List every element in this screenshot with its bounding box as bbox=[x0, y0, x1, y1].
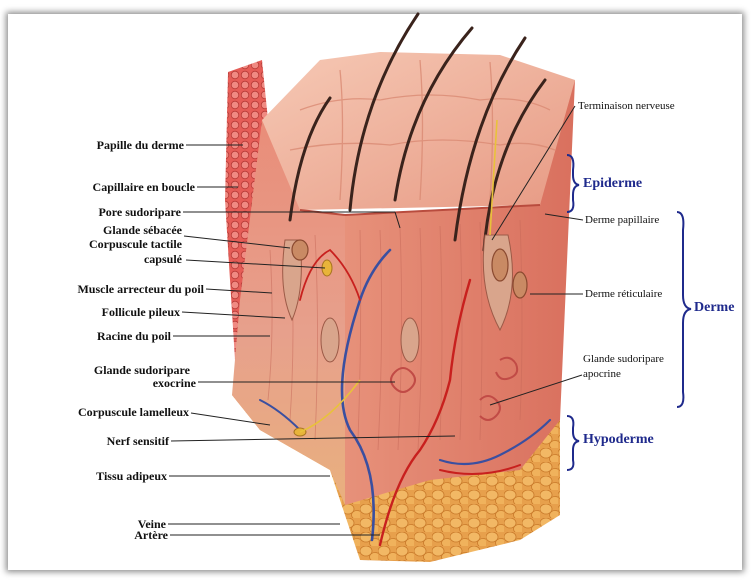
label-glande-apocrine: Glande sudoripare bbox=[583, 353, 664, 366]
label-tissu: Tissu adipeux bbox=[60, 470, 167, 483]
label-corpuscule-capsule: capsulé bbox=[50, 253, 182, 266]
label-glande-sebacee: Glande sébacée bbox=[60, 224, 182, 237]
label-muscle: Muscle arrecteur du poil bbox=[50, 283, 204, 296]
layer-epiderme: Epiderme bbox=[583, 176, 642, 192]
label-derme-reticulaire: Derme réticulaire bbox=[585, 288, 662, 301]
label-corpuscule-tactile: Corpuscule tactile bbox=[50, 238, 182, 251]
label-nerf: Nerf sensitif bbox=[60, 435, 169, 448]
label-exocrine: exocrine bbox=[60, 377, 196, 390]
label-pore: Pore sudoripare bbox=[60, 206, 181, 219]
label-capillaire: Capillaire en boucle bbox=[50, 181, 195, 194]
label-apocrine: apocrine bbox=[583, 368, 621, 381]
layer-hypoderme: Hypoderme bbox=[583, 432, 654, 448]
label-artere: Artère bbox=[100, 529, 168, 542]
label-corpuscule-lamelleux: Corpuscule lamelleux bbox=[50, 406, 189, 419]
label-derme-papillaire: Derme papillaire bbox=[585, 214, 659, 227]
layer-derme: Derme bbox=[694, 300, 734, 316]
label-papille: Papille du derme bbox=[60, 139, 184, 152]
label-racine: Racine du poil bbox=[60, 330, 171, 343]
label-terminaison: Terminaison nerveuse bbox=[578, 100, 675, 113]
label-follicule: Follicule pileux bbox=[60, 306, 180, 319]
skin-top-surface bbox=[262, 52, 575, 210]
